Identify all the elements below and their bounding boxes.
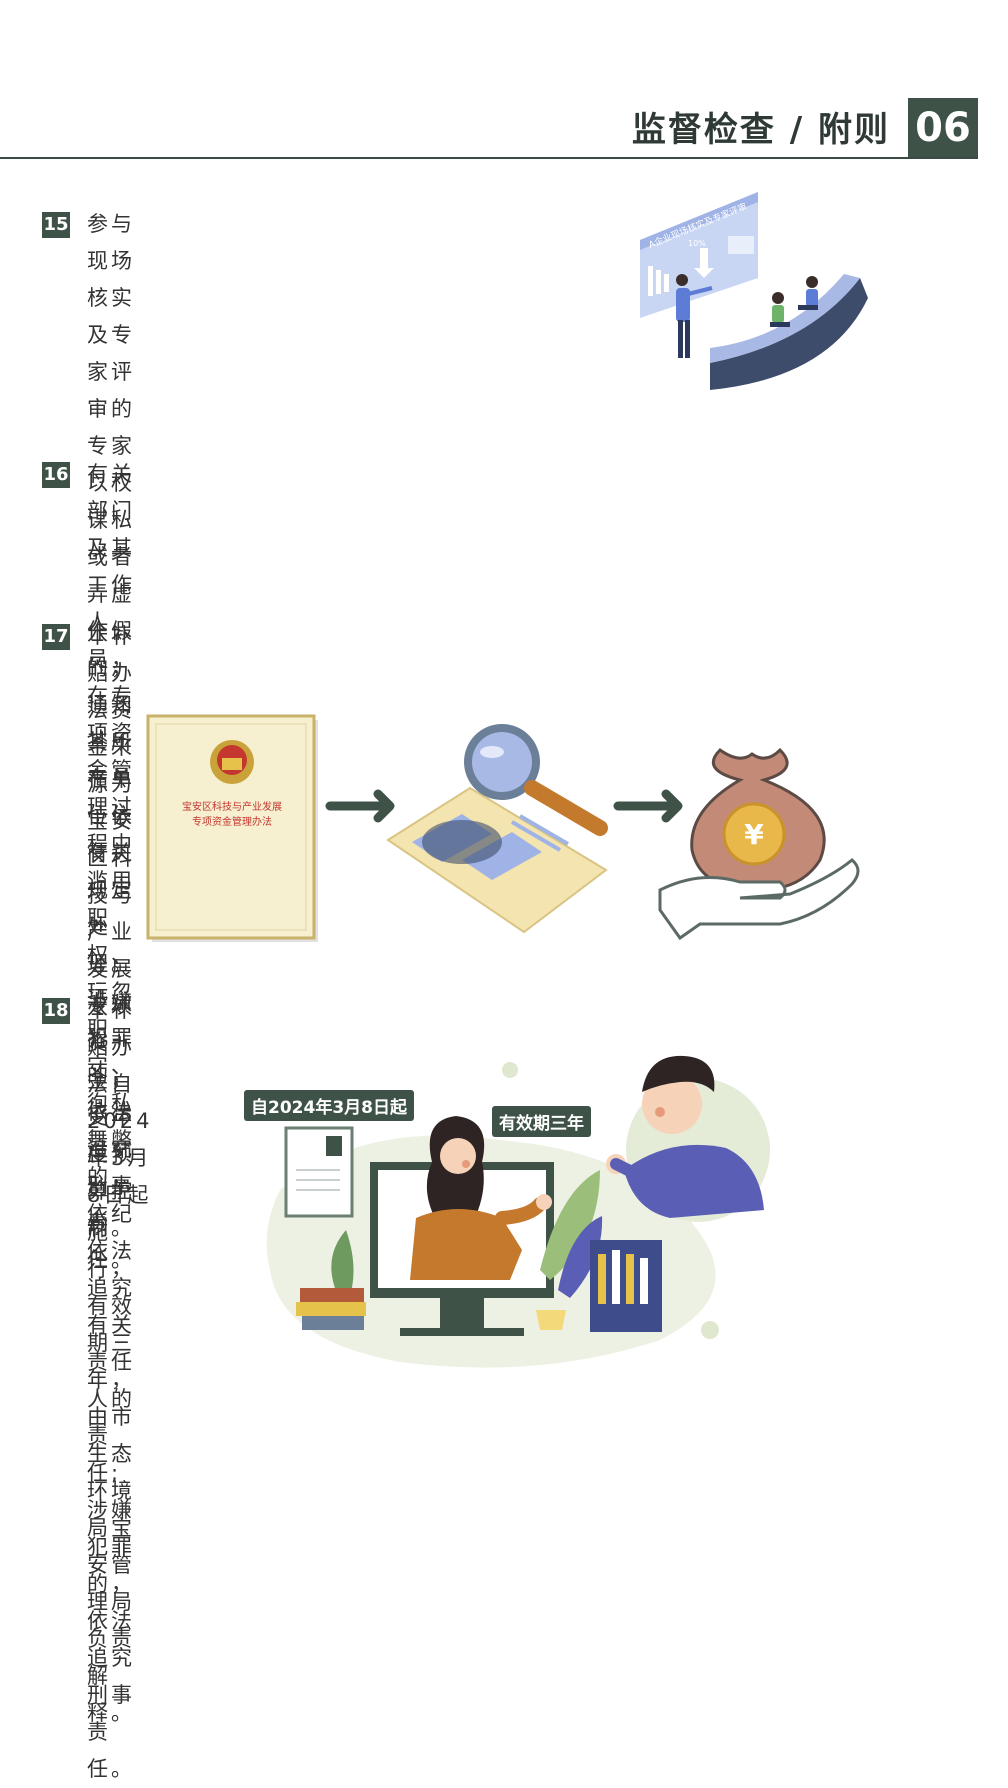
coin-symbol: ¥: [744, 818, 764, 851]
page-header: 监督检查 / 附则 06: [0, 98, 1008, 160]
board-percent: 10%: [688, 239, 706, 248]
funds-flow-illustration: 宝安区科技与产业发展 专项资金管理办法 ¥: [146, 714, 860, 942]
effective-date-tag: 自2024年3月8日起: [244, 1090, 414, 1121]
article-text: 本补贴办法自2024年3月8日起施行，有效期三年，由市生态环境局宝 安管理局负责…: [87, 998, 153, 1725]
article-text: 本补贴办法资金来源为宝安区科技与产业发展专项资金，受年度预算控 制。: [87, 624, 135, 1240]
article-text: 参与现场核实及专家评审的专家以权谋私或者 弄虚作假的，通知其所在单位依有关规定处…: [87, 212, 135, 1272]
section-number: 06: [908, 98, 978, 158]
book-title-line2: 专项资金管理办法: [192, 815, 272, 828]
expert-review-illustration: A企业现场核实及专家评审 10%: [640, 192, 868, 390]
effective-period-illustration: [266, 1055, 770, 1368]
article-number-badge: 18: [42, 998, 70, 1024]
validity-tag: 有效期三年: [492, 1106, 591, 1137]
article-number-badge: 17: [42, 624, 70, 650]
book-title-line1: 宝安区科技与产业发展: [182, 800, 282, 813]
article-number-badge: 15: [42, 212, 70, 238]
section-title: 监督检查 / 附则: [631, 110, 890, 150]
header-divider: [0, 157, 978, 159]
article-number-badge: 16: [42, 462, 70, 488]
